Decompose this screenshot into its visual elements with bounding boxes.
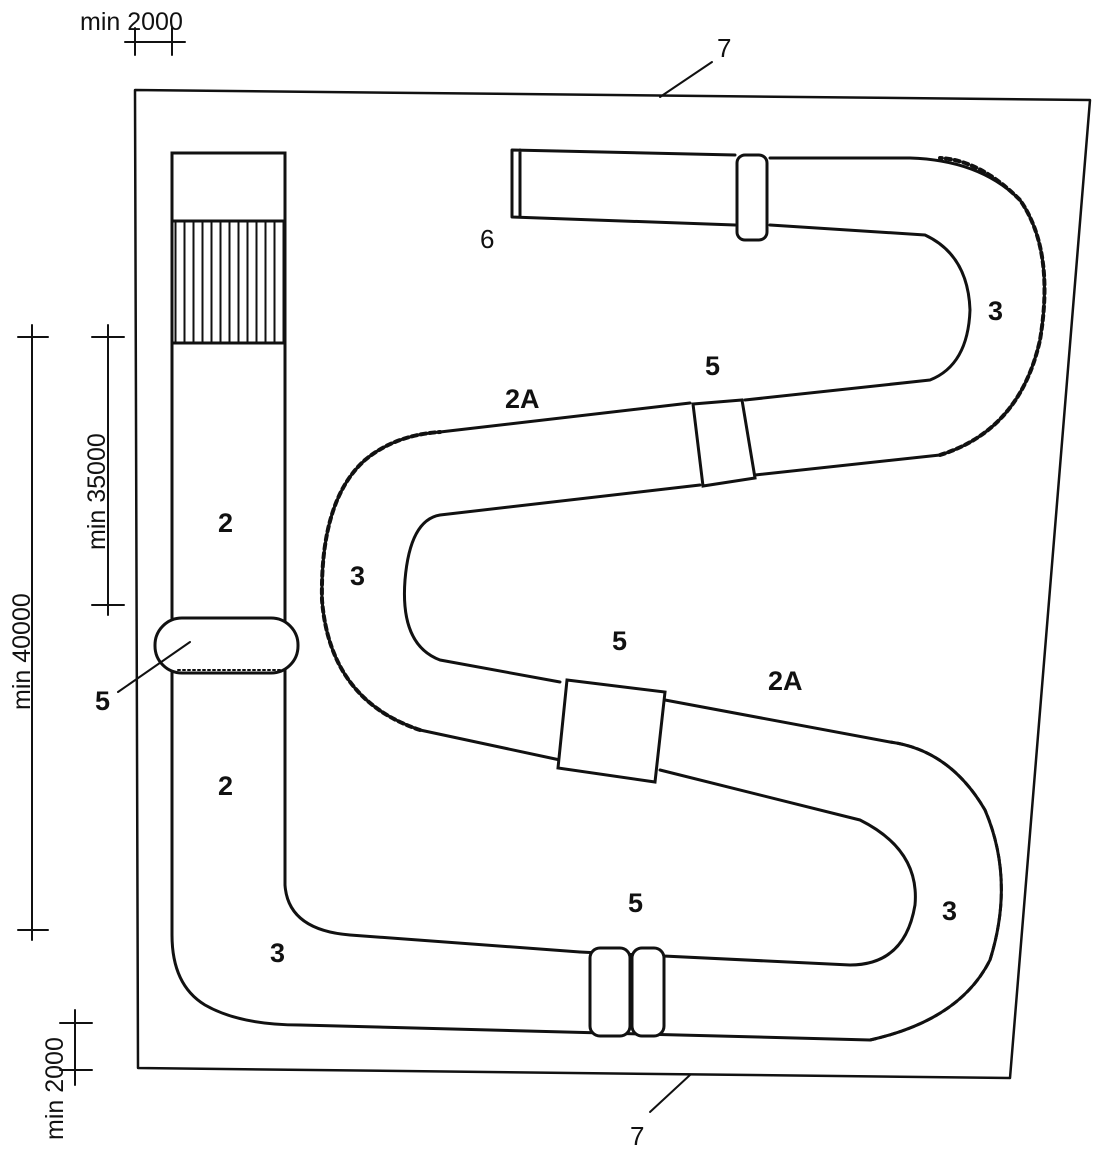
dimension-top [124, 27, 186, 56]
top-strip [510, 148, 737, 227]
label-curve-bottom-left: 3 [270, 938, 285, 968]
label-straight-upper: 2 [218, 508, 233, 538]
label-boundary-bottom: 7 [630, 1121, 644, 1150]
bottom-right-curve-bumps [868, 740, 1003, 1042]
label-straight-lower: 2 [218, 771, 233, 801]
label-start-area: 6 [480, 224, 494, 254]
start-box [170, 151, 287, 223]
bottom-crossing-b [630, 946, 666, 1038]
bottom-crossing-a [588, 946, 632, 1038]
label-crossing-upper: 5 [705, 351, 720, 381]
upper-right-curve-bumps [938, 156, 1047, 457]
upper-lane-upper [743, 223, 972, 402]
left-curve-bumps [319, 430, 442, 732]
hatched-zone [170, 219, 287, 345]
left-straight-lane-inner [283, 341, 582, 954]
label-crossing-middle: 5 [612, 626, 627, 656]
leader-5-left [117, 641, 191, 693]
dim-outer-text: min 40000 [8, 593, 36, 710]
label-boundary-top: 7 [717, 33, 731, 63]
label-curve-right-upper: 3 [988, 296, 1003, 326]
label-curve-left: 3 [350, 561, 365, 591]
leader-7-bottom [649, 1074, 691, 1113]
leader-7-top [659, 61, 713, 98]
bottom-lane-outer [663, 698, 1003, 1042]
left-crossing [153, 616, 300, 675]
top-crossing [735, 153, 769, 242]
bottom-lane-inner [578, 768, 917, 967]
dimension-inner [91, 324, 125, 616]
label-diagonal-upper: 2A [505, 384, 540, 414]
dimension-bottom [59, 1009, 93, 1086]
label-diagonal-lower: 2A [768, 666, 803, 696]
middle-crossing [556, 678, 667, 784]
dim-top-text: min 2000 [80, 8, 183, 36]
left-straight-lane [170, 341, 872, 1042]
label-curve-right-lower: 3 [942, 896, 957, 926]
dim-inner-text: min 35000 [83, 433, 111, 550]
middle-lane-upper [402, 483, 702, 684]
label-crossing-bottom: 5 [628, 888, 643, 918]
upper-crossing [691, 398, 757, 488]
dimension-outer [17, 324, 49, 941]
site-boundary [133, 88, 1092, 1080]
dim-bottom-text: min 2000 [41, 1037, 69, 1140]
label-crossing-left: 5 [95, 686, 110, 716]
